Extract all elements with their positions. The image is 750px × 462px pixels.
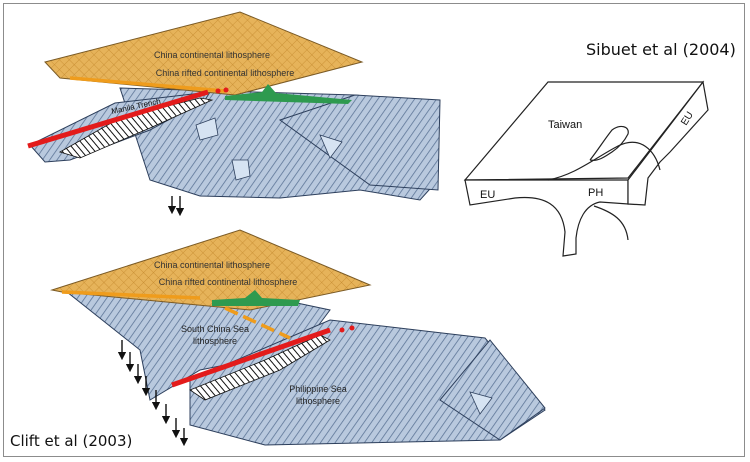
bottom-accretionary-wedge (189, 334, 331, 401)
top-trench-dot-1 (215, 88, 221, 94)
top-rift-line (69, 76, 226, 93)
bottom-panel: China continental lithosphere China rift… (50, 229, 546, 447)
bottom-rift-line (61, 290, 201, 300)
bottom-ps-fold (439, 339, 546, 441)
bottom-label-ps: Philippine Sea (289, 384, 347, 394)
sketch-label-eu-left: EU (480, 189, 495, 201)
top-trench-line (27, 89, 209, 149)
bottom-label-continental: China continental lithosphere (154, 260, 270, 270)
bottom-trench-dot-1 (339, 327, 345, 333)
bottom-green-wedge (212, 290, 300, 306)
bottom-label-ps-2: lithosphere (296, 396, 340, 406)
caption-sibuet: Sibuet et al (2004) (586, 40, 736, 59)
bottom-label-rifted: China rifted continental lithosphere (159, 277, 298, 287)
sketch-slab-right (627, 80, 709, 206)
bottom-rift-dashed (224, 306, 291, 340)
bottom-trench-dot-2 (349, 325, 355, 331)
sketch-front-face (464, 179, 629, 257)
sketch-inner-curve (593, 205, 629, 241)
bottom-subduction-arrows (117, 340, 189, 447)
sketch-ph-slab (547, 141, 661, 181)
top-trench-dot-2 (223, 87, 229, 93)
top-white-arrow-2 (319, 134, 343, 159)
top-panel: China continental lithosphere China rift… (27, 11, 441, 217)
top-continental-block (44, 11, 364, 96)
sibuet-sketch (463, 80, 709, 257)
bottom-label-scs-2: lithosphere (193, 336, 237, 346)
top-label-rifted: China rifted continental lithosphere (156, 68, 295, 78)
sketch-taiwan-outline (589, 125, 629, 161)
bottom-trench-line (171, 327, 331, 388)
bottom-ps-plate (189, 319, 546, 446)
top-white-arrow-1 (195, 117, 219, 141)
top-white-arrow-3 (231, 159, 251, 181)
sketch-label-taiwan: Taiwan (548, 119, 582, 131)
bottom-label-scs: South China Sea (181, 324, 249, 334)
bottom-white-arrow (469, 391, 493, 415)
top-subduction-arrows (167, 196, 185, 217)
figure-frame (3, 3, 745, 457)
bottom-continental-block (50, 229, 372, 311)
caption-clift: Clift et al (2003) (10, 432, 133, 450)
top-label-continental: China continental lithosphere (154, 50, 270, 60)
sketch-label-ph: PH (588, 187, 603, 199)
top-green-wedge (225, 84, 352, 104)
